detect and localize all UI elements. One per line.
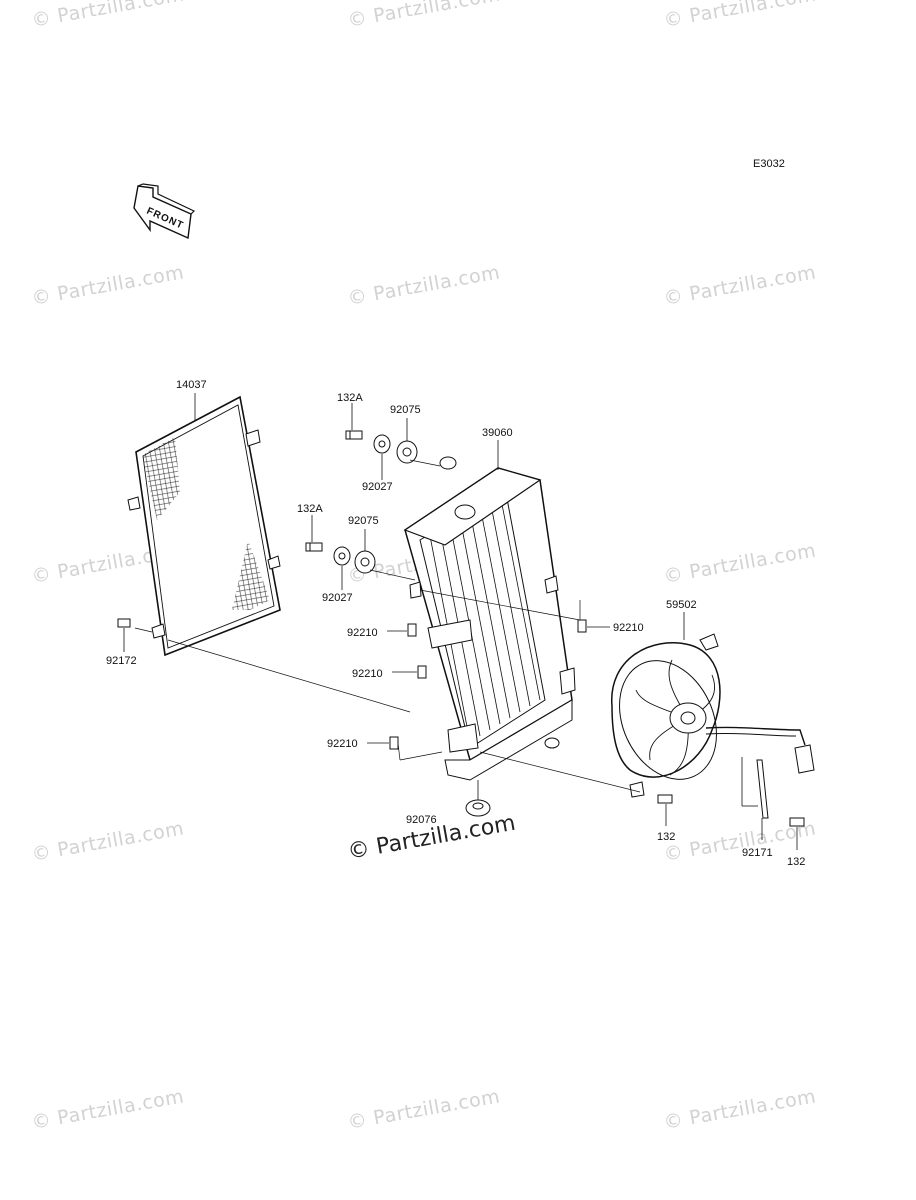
- label-92076: 92076: [406, 814, 437, 826]
- grommet-92075-top[interactable]: [396, 440, 418, 464]
- bolt-132a-mid[interactable]: [305, 542, 323, 552]
- label-92172: 92172: [106, 655, 137, 667]
- collar-92027-top[interactable]: [373, 434, 391, 454]
- label-92171: 92171: [742, 847, 773, 859]
- bolt-132a-top[interactable]: [345, 430, 363, 440]
- label-132-band: 132: [787, 856, 805, 868]
- bolt-132-fan[interactable]: [657, 794, 673, 804]
- label-92075-mid: 92075: [348, 515, 379, 527]
- label-132a-mid: 132A: [297, 503, 323, 515]
- label-92210-d: 92210: [327, 738, 358, 750]
- clip-92210-d[interactable]: [389, 736, 399, 750]
- label-92210-a: 92210: [613, 622, 644, 634]
- diagram-code: E3032: [753, 158, 785, 170]
- label-92210-b: 92210: [347, 627, 378, 639]
- label-92027-mid: 92027: [322, 592, 353, 604]
- clip-92210-b[interactable]: [407, 623, 417, 637]
- assembly-guide-lines: [134, 459, 641, 793]
- radiator[interactable]: [403, 456, 576, 781]
- label-132a-top: 132A: [337, 392, 363, 404]
- bolt-92172[interactable]: [117, 618, 131, 628]
- bolt-132-band[interactable]: [789, 817, 805, 827]
- front-arrow-icon: FRONT: [133, 183, 196, 240]
- label-39060: 39060: [482, 427, 513, 439]
- label-92027-top: 92027: [362, 481, 393, 493]
- radiator-screen[interactable]: [127, 395, 281, 657]
- collar-92027-mid[interactable]: [333, 546, 351, 566]
- label-132-fan: 132: [657, 831, 675, 843]
- fan-assembly[interactable]: [601, 633, 815, 798]
- label-59502: 59502: [666, 599, 697, 611]
- label-92075-top: 92075: [390, 404, 421, 416]
- clip-92210-a[interactable]: [577, 619, 587, 633]
- label-14037: 14037: [176, 379, 207, 391]
- clip-92210-c[interactable]: [417, 665, 427, 679]
- band-92171[interactable]: [756, 759, 769, 819]
- grommet-92076[interactable]: [465, 799, 491, 817]
- grommet-92075-mid[interactable]: [354, 550, 376, 574]
- label-92210-c: 92210: [352, 668, 383, 680]
